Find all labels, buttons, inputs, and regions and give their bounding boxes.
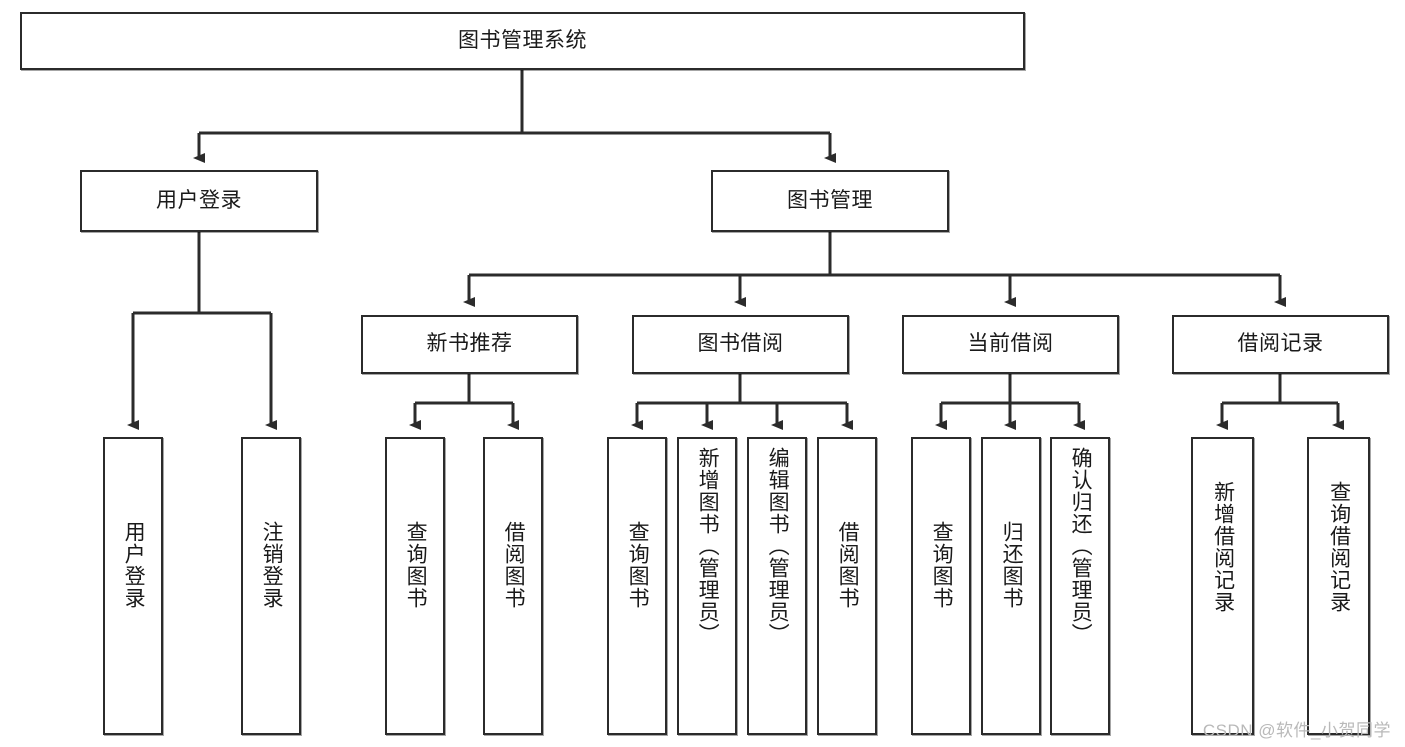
node-new-book-recommend[interactable]: 新书推荐 xyxy=(361,315,578,374)
node-label: 借阅图书 xyxy=(836,521,860,609)
node-label: 查询借阅记录 xyxy=(1327,481,1351,613)
node-label: 新增借阅记录 xyxy=(1211,481,1235,613)
node-label: 查询图书 xyxy=(404,521,428,609)
leaf-edit-book-admin[interactable]: 编辑图书（管理员） xyxy=(747,437,807,735)
leaf-return-book[interactable]: 归还图书 xyxy=(981,437,1041,735)
leaf-user-login[interactable]: 用户登录 xyxy=(103,437,163,735)
leaf-borrow-book[interactable]: 借阅图书 xyxy=(817,437,877,735)
node-label: 确认归还（管理员） xyxy=(1069,447,1093,645)
node-label: 注销登录 xyxy=(260,521,284,609)
leaf-query-book-recommend[interactable]: 查询图书 xyxy=(385,437,445,735)
node-label: 用户登录 xyxy=(156,188,242,212)
node-label: 查询图书 xyxy=(626,521,650,609)
node-borrow-record[interactable]: 借阅记录 xyxy=(1172,315,1389,374)
node-current-borrow[interactable]: 当前借阅 xyxy=(902,315,1119,374)
leaf-add-borrow-record[interactable]: 新增借阅记录 xyxy=(1191,437,1254,735)
node-label: 借阅记录 xyxy=(1237,332,1324,356)
node-label: 查询图书 xyxy=(930,521,954,609)
node-label: 当前借阅 xyxy=(967,332,1054,356)
node-label: 归还图书 xyxy=(1000,521,1024,609)
node-user-login[interactable]: 用户登录 xyxy=(80,170,318,232)
node-label: 新增图书（管理员） xyxy=(696,447,720,645)
leaf-add-book-admin[interactable]: 新增图书（管理员） xyxy=(677,437,737,735)
node-label: 新书推荐 xyxy=(426,332,513,356)
node-label: 图书借阅 xyxy=(697,332,784,356)
node-label: 图书管理 xyxy=(787,188,873,212)
node-label: 借阅图书 xyxy=(502,521,526,609)
leaf-query-book-borrow[interactable]: 查询图书 xyxy=(607,437,667,735)
leaf-query-book-current[interactable]: 查询图书 xyxy=(911,437,971,735)
leaf-confirm-return-admin[interactable]: 确认归还（管理员） xyxy=(1050,437,1110,735)
node-label: 用户登录 xyxy=(122,521,146,609)
node-book-management-system[interactable]: 图书管理系统 xyxy=(20,12,1025,70)
leaf-borrow-book-recommend[interactable]: 借阅图书 xyxy=(483,437,543,735)
leaf-user-logout[interactable]: 注销登录 xyxy=(241,437,301,735)
node-book-management[interactable]: 图书管理 xyxy=(711,170,949,232)
leaf-query-borrow-record[interactable]: 查询借阅记录 xyxy=(1307,437,1370,735)
csdn-watermark: CSDN @软件_小贺同学 xyxy=(1202,721,1391,740)
node-book-borrow[interactable]: 图书借阅 xyxy=(632,315,849,374)
node-label: 图书管理系统 xyxy=(458,28,587,52)
node-label: 编辑图书（管理员） xyxy=(766,447,790,645)
